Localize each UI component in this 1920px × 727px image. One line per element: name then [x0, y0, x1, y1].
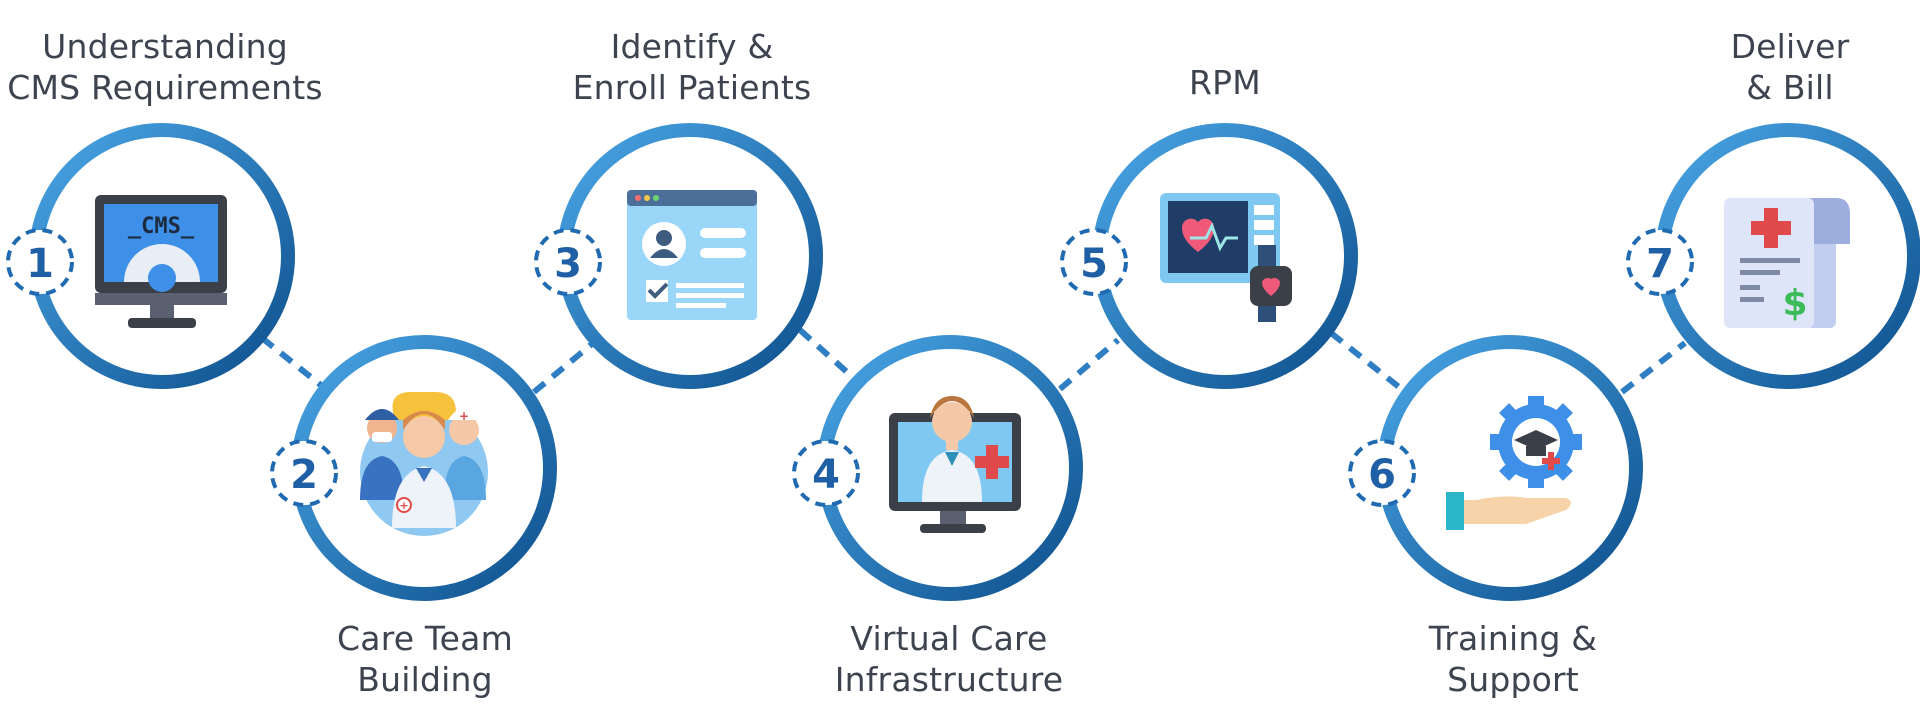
- step-number-6: 6: [1368, 452, 1396, 498]
- step-badge-4: [792, 439, 860, 507]
- step-badge-5: [1060, 228, 1128, 296]
- medical-bill-icon: $: [1724, 198, 1850, 328]
- connector-1-2: [260, 335, 324, 389]
- svg-text:+: +: [399, 499, 408, 512]
- step-badge-1: [6, 228, 74, 296]
- cms-screen-text: _CMS_: [128, 214, 195, 239]
- step-number-2: 2: [290, 452, 318, 498]
- telehealth-doctor-icon: [889, 396, 1021, 533]
- vital-monitor-watch-icon: [1160, 193, 1292, 322]
- connector-3-4: [797, 327, 861, 385]
- connectors: [260, 327, 1687, 395]
- step-number-7: 7: [1646, 241, 1674, 287]
- cms-monitor-icon: _CMS_: [95, 195, 227, 328]
- step-label-4: Virtual Care Infrastructure: [834, 619, 1064, 699]
- patient-profile-icon: [627, 190, 757, 320]
- step-number-5: 5: [1080, 241, 1108, 287]
- training-support-icon: [1446, 396, 1582, 530]
- step-badge-7: [1626, 228, 1694, 296]
- step-label-3: Identify & Enroll Patients: [572, 27, 812, 107]
- connector-6-7: [1620, 340, 1687, 395]
- step-number-4: 4: [812, 452, 840, 498]
- step-label-6: Training & Support: [1428, 619, 1598, 699]
- step-badge-6: [1348, 439, 1416, 507]
- svg-text:+: +: [459, 409, 469, 423]
- step-badge-2: [270, 439, 338, 507]
- connector-5-6: [1329, 330, 1406, 394]
- connector-2-3: [532, 336, 600, 395]
- step-label-1: Understanding CMS Requirements: [7, 27, 323, 107]
- step-label-2: Care Team Building: [337, 619, 513, 699]
- care-team-icon: + +: [360, 391, 488, 536]
- step-label-7: Deliver & Bill: [1730, 27, 1850, 107]
- dollar-sign-icon: $: [1782, 283, 1807, 324]
- step-label-5: RPM: [1189, 63, 1261, 102]
- step-badge-3: [534, 228, 602, 296]
- step-number-3: 3: [554, 241, 582, 287]
- connector-4-5: [1058, 337, 1120, 392]
- step-number-1: 1: [26, 241, 54, 287]
